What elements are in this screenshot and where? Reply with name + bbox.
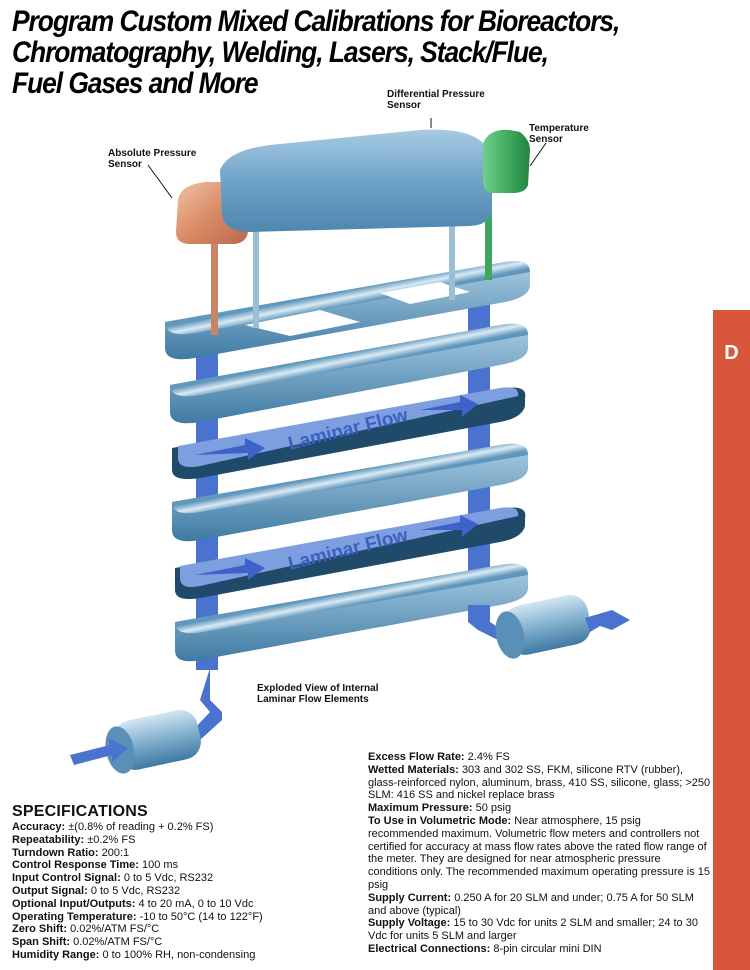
flow-plate [175,563,528,662]
outlet-connector [468,594,630,659]
spec-value: 8-pin circular mini DIN [493,942,602,955]
section-tab-letter: D [724,342,739,364]
spec-value: 15 to 30 Vdc for units 2 SLM and smaller… [368,917,698,943]
title-line: Fuel Gases and More [12,67,259,100]
sensor-posts [211,170,492,335]
spec-label: Humidity Range: [12,948,100,961]
spec-value: 100 ms [142,859,179,872]
spec-item: Electrical Connections: 8-pin circular m… [368,943,713,956]
plate-stack: Laminar Flow Laminar Flow [165,261,530,662]
spec-value: 200:1 [101,846,130,859]
spec-label: Supply Current: [368,891,452,904]
spec-item: Maximum Pressure: 50 psig [368,802,713,815]
callout-text: Differential Pressure [387,89,485,100]
spec-item: Wetted Materials: 303 and 302 SS, FKM, s… [368,764,713,802]
flow-plate [172,443,528,542]
spec-label: Span Shift: [12,936,71,949]
spec-label: Excess Flow Rate: [368,751,465,763]
spec-item: Input Control Signal: 0 to 5 Vdc, RS232 [12,872,372,885]
title-line: Chromatography, Welding, Lasers, Stack/F… [12,36,549,69]
specifications-left: SPECIFICATIONS Accuracy: ±(0.8% of readi… [12,803,372,962]
title-line: Program Custom Mixed Calibrations for Bi… [12,5,620,38]
callout-text: Laminar Flow Elements [257,694,369,705]
callout-text: Temperature [529,123,589,134]
callout-absolute-pressure: Absolute Pressure Sensor [108,148,196,170]
spec-label: Zero Shift: [12,923,67,936]
inlet-arrow-icon [70,738,128,765]
spec-item: Accuracy: ±(0.8% of reading + 0.2% FS) [12,821,372,834]
spec-label: Control Response Time: [12,859,139,872]
spec-item: Repeatability: ±0.2% FS [12,834,372,847]
differential-pressure-sensor [220,129,492,232]
inlet-connector [70,668,222,774]
outlet-arrow-icon [585,610,630,632]
callout-text: Sensor [529,134,563,145]
spec-item: Turndown Ratio: 200:1 [12,847,372,860]
spec-label: Maximum Pressure: [368,802,473,815]
temperature-sensor [483,129,530,193]
spec-item: Operating Temperature: -10 to 50°C (14 t… [12,911,372,924]
spec-item: Span Shift: 0.02%/ATM FS/°C [12,936,372,949]
spec-value: 0.250 A for 20 SLM and under; 0.75 A for… [368,891,694,917]
spec-item: Humidity Range: 0 to 100% RH, non-conden… [12,949,372,962]
spec-value: 0 to 100% RH, non-condensing [102,948,256,961]
spec-label: Accuracy: [12,821,66,833]
laminar-flow-diagram: Laminar Flow Laminar Flow [70,118,630,774]
callout-text: Absolute Pressure [108,148,197,159]
spec-item: Supply Voltage: 15 to 30 Vdc for units 2… [368,917,713,943]
spec-label: Optional Input/Outputs: [12,897,136,910]
spec-value: 2.4% FS [467,751,510,763]
spec-item: To Use in Volumetric Mode: Near atmosphe… [368,815,713,892]
spec-label: Turndown Ratio: [12,846,99,859]
callout-text: Sensor [108,159,142,170]
specifications-heading: SPECIFICATIONS [12,803,148,820]
spec-value: 0 to 5 Vdc, RS232 [123,872,214,885]
spec-item: Output Signal: 0 to 5 Vdc, RS232 [12,885,372,898]
laminar-flow-plate: Laminar Flow [175,507,526,599]
spec-label: Electrical Connections: [368,942,491,955]
callout-temperature: Temperature Sensor [529,123,589,145]
callout-text: Sensor [387,100,421,111]
spec-item: Excess Flow Rate: 2.4% FS [368,751,713,764]
page-title: Program Custom Mixed Calibrations for Bi… [12,6,750,99]
spec-item: Optional Input/Outputs: 4 to 20 mA, 0 to… [12,898,372,911]
spec-item: Supply Current: 0.250 A for 20 SLM and u… [368,892,713,918]
spec-label: Input Control Signal: [12,872,121,885]
spec-value: ±0.2% FS [87,833,136,846]
spec-label: Wetted Materials: [368,763,459,776]
spec-value: 0.02%/ATM FS/°C [70,923,160,936]
spec-value: 303 and 302 SS, FKM, silicone RTV (rubbe… [368,763,711,802]
spec-label: Supply Voltage: [368,917,451,930]
flow-plate [170,323,528,424]
spec-label: To Use in Volumetric Mode: [368,814,512,827]
callout-exploded-view: Exploded View of Internal Laminar Flow E… [257,683,379,705]
spec-value: ±(0.8% of reading + 0.2% FS) [68,821,214,833]
spec-value: Near atmosphere, 15 psig recommended max… [368,814,710,891]
spec-value: 4 to 20 mA, 0 to 10 Vdc [138,897,254,910]
spec-label: Output Signal: [12,884,88,897]
spec-label: Repeatability: [12,833,85,846]
spec-value: 0.02%/ATM FS/°C [73,936,163,949]
spec-item: Zero Shift: 0.02%/ATM FS/°C [12,923,372,936]
spec-item: Control Response Time: 100 ms [12,859,372,872]
specifications-right: Excess Flow Rate: 2.4% FS Wetted Materia… [368,751,713,956]
section-tab: D [713,310,750,970]
callout-differential-pressure: Differential Pressure Sensor [387,89,485,111]
spec-label: Operating Temperature: [12,910,137,923]
callout-leaders [147,118,547,199]
callout-text: Exploded View of Internal [257,683,379,694]
spec-value: 0 to 5 Vdc, RS232 [90,884,181,897]
spec-value: 50 psig [475,802,512,815]
spec-value: -10 to 50°C (14 to 122°F) [139,910,263,923]
